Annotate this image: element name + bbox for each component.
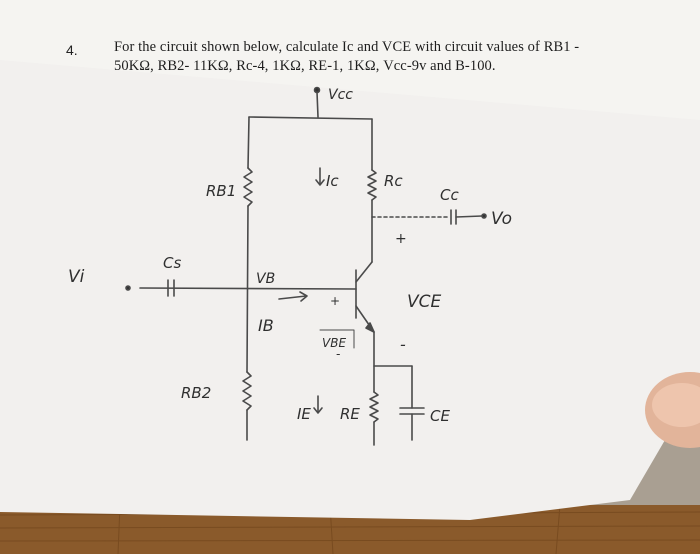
paper-sheet — [0, 0, 700, 520]
ic-label: Ic — [326, 172, 339, 190]
vbe-label: VBE — [322, 336, 346, 350]
collector-plus-sign: + — [395, 231, 407, 247]
cc-label: Cc — [440, 186, 459, 204]
rb2-resistor — [242, 371, 252, 411]
re-label: RE — [340, 405, 360, 423]
transistor-collector-leg — [355, 261, 373, 283]
re-resistor — [369, 391, 379, 423]
rb1-upper-wire — [247, 116, 250, 169]
finger — [645, 372, 700, 448]
vce-label: VCE — [407, 292, 441, 312]
vb-label: VB — [256, 271, 275, 287]
ie-arrow-head — [313, 407, 323, 414]
rb2-label: RB2 — [181, 384, 211, 402]
vbe-bracket — [319, 329, 355, 349]
vcc-wire — [316, 91, 319, 118]
circuit — [125, 86, 487, 446]
handwritten-labels: Vcc RB1 RB2 Rc RE Ic IE IB VB VBE VCE Vi… — [68, 87, 512, 425]
ie-label: IE — [297, 405, 311, 423]
ib-arrow-head — [299, 291, 308, 302]
cs-label: Cs — [163, 254, 181, 272]
vo-terminal — [481, 213, 487, 219]
ce-label: CE — [430, 407, 450, 425]
rc-label: Rc — [384, 172, 403, 190]
rb1-label: RB1 — [206, 182, 236, 200]
rc-resistor — [367, 169, 377, 201]
vcc-label: Vcc — [328, 87, 353, 103]
top-rail — [248, 116, 373, 120]
paper-highlight — [0, 0, 700, 120]
vi-terminal — [125, 285, 131, 291]
vo-label: Vo — [491, 209, 512, 229]
rb1-resistor — [243, 167, 253, 207]
ib-label: IB — [258, 316, 274, 335]
emitter-arrow — [365, 322, 375, 333]
ib-arrow-line — [278, 295, 307, 300]
cc-out-wire — [455, 215, 483, 218]
base-plus-sign: + — [330, 294, 340, 308]
vi-label: Vi — [68, 267, 85, 287]
vbe-minus-sign: - — [336, 347, 340, 361]
ic-arrow-head — [315, 179, 325, 186]
input-wire — [139, 287, 357, 290]
emitter-minus-sign: - — [400, 335, 406, 354]
